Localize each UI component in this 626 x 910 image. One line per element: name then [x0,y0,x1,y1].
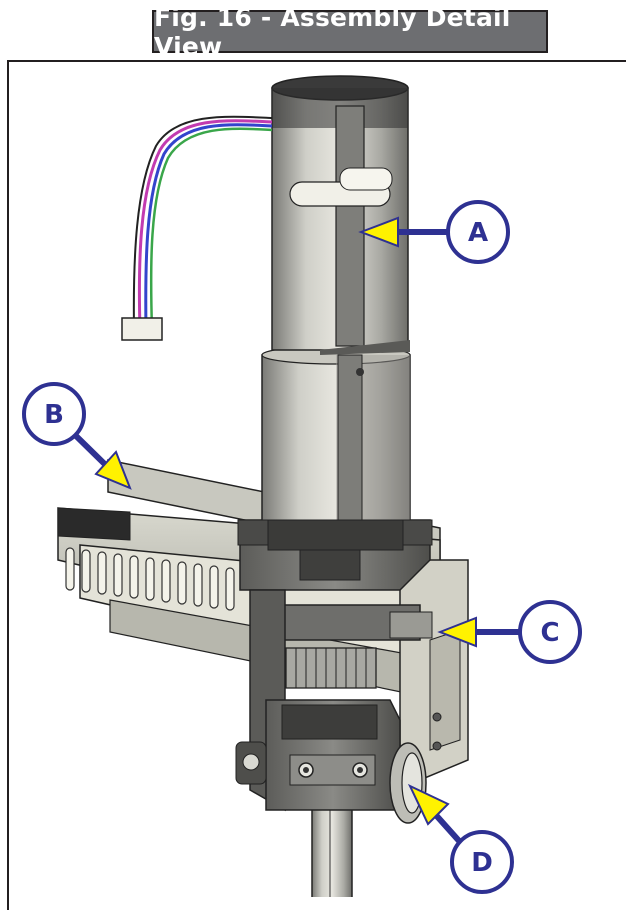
callout-c: C [437,600,582,664]
callout-a-label: A [468,218,488,248]
wire-harness [121,115,273,341]
callout-a: A [358,200,510,264]
wire-connector [121,317,163,341]
callout-d: D [407,783,514,894]
callout-c-label: C [540,618,559,648]
callout-b: B [22,382,132,490]
figure-title: Fig. 16 - Assembly Detail View [154,2,511,61]
callout-b-label: B [44,400,64,430]
callout-d-label: D [471,848,493,878]
motor-cylinder [237,75,433,551]
figure-frame [7,60,626,910]
figure-title-box: Fig. 16 - Assembly Detail View [152,3,548,61]
rack-slots [65,547,235,611]
